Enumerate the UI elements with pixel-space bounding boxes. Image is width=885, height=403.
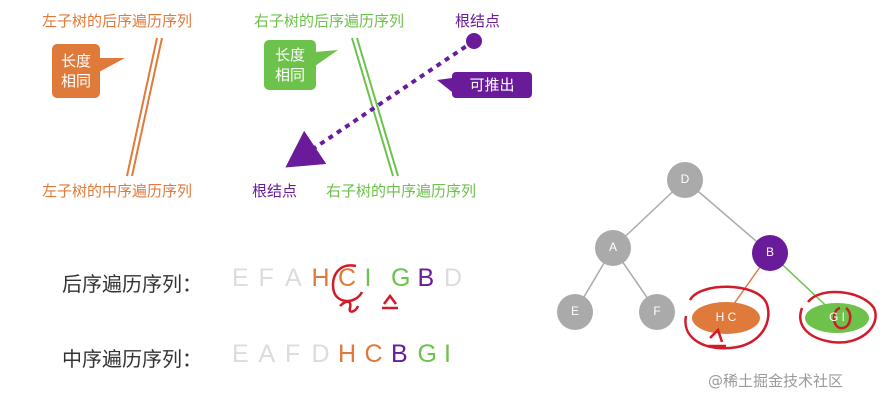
node-a	[595, 230, 631, 266]
postorder-letter: B	[417, 264, 435, 292]
left-inorder-caption: 左子树的中序遍历序列	[42, 182, 193, 200]
left-postorder-caption: 左子树的后序遍历序列	[42, 12, 193, 30]
right-inorder-caption: 右子树的中序遍历序列	[326, 182, 477, 200]
postorder-letter: A	[285, 264, 302, 292]
postorder-letter: H	[311, 264, 330, 292]
postorder-letter: I	[364, 264, 372, 292]
inorder-letter: F	[285, 340, 301, 368]
node-d	[667, 162, 703, 198]
right-callout-line-2: 相同	[274, 66, 305, 84]
handwritten-marks	[331, 264, 398, 313]
underline-mark-c	[339, 300, 360, 313]
right-callout-line-1: 长度	[274, 46, 305, 64]
postorder-letter: E	[232, 264, 249, 292]
root-caption-bottom: 根结点	[252, 182, 298, 200]
postorder-letter: G	[391, 264, 411, 292]
inorder-label: 中序遍历序列：	[62, 347, 202, 371]
node-b	[752, 235, 788, 271]
encircle-gi-mark	[799, 290, 877, 344]
root-arrow	[285, 39, 476, 168]
circle-i-mark	[832, 306, 852, 330]
node-label-e: E	[570, 304, 579, 318]
underline-hc-mark	[708, 327, 726, 348]
inorder-letter: B	[391, 340, 408, 368]
postorder-letter: F	[258, 264, 274, 292]
left-callout-line-2: 相同	[60, 72, 91, 90]
postorder-letter: D	[444, 264, 463, 292]
node-label-a: A	[608, 240, 617, 254]
connector-diagram	[52, 33, 532, 177]
right-postorder-caption: 右子树的后序遍历序列	[254, 12, 405, 30]
inorder-letter: G	[417, 340, 437, 368]
watermark: @稀土掘金技术社区	[708, 372, 844, 390]
left-callout-tail	[99, 58, 125, 72]
circle-mark-c	[331, 264, 364, 303]
derivable-callout-box	[452, 72, 532, 98]
node-label-f: F	[653, 304, 661, 318]
root-dot	[466, 33, 482, 49]
inorder-letter: I	[444, 340, 451, 368]
derivable-callout-tail	[437, 78, 452, 92]
postorder-label: 后序遍历序列：	[62, 272, 202, 296]
inorder-letter: E	[232, 340, 249, 368]
right-double-line-b	[356, 37, 399, 177]
left-double-line-a	[126, 37, 158, 177]
root-caption-top: 根结点	[455, 12, 501, 30]
node-f	[639, 294, 675, 330]
left-double-line-b	[131, 37, 163, 177]
derivable-callout-text: 可推出	[469, 76, 515, 94]
node-hc	[692, 302, 760, 334]
right-callout-tail	[315, 50, 338, 66]
left-callout-line-1: 长度	[60, 52, 91, 70]
caret-mark-g	[382, 293, 398, 310]
postorder-letter: C	[338, 264, 357, 292]
node-label-b: B	[765, 245, 774, 259]
node-label-gi: G I	[828, 310, 845, 324]
node-e	[557, 294, 593, 330]
inorder-letter: H	[338, 340, 357, 368]
node-label-hc: H C	[715, 310, 737, 324]
node-gi	[805, 303, 869, 333]
left-callout-box	[52, 44, 100, 98]
inorder-letter: D	[311, 340, 330, 368]
node-label-d: D	[680, 172, 690, 186]
inorder-letter: C	[364, 340, 383, 368]
edge-d-b	[684, 179, 771, 254]
inorder-letter: A	[258, 340, 276, 368]
binary-tree	[557, 162, 877, 350]
right-callout-box	[264, 40, 316, 90]
encircle-hc-mark	[684, 285, 770, 350]
